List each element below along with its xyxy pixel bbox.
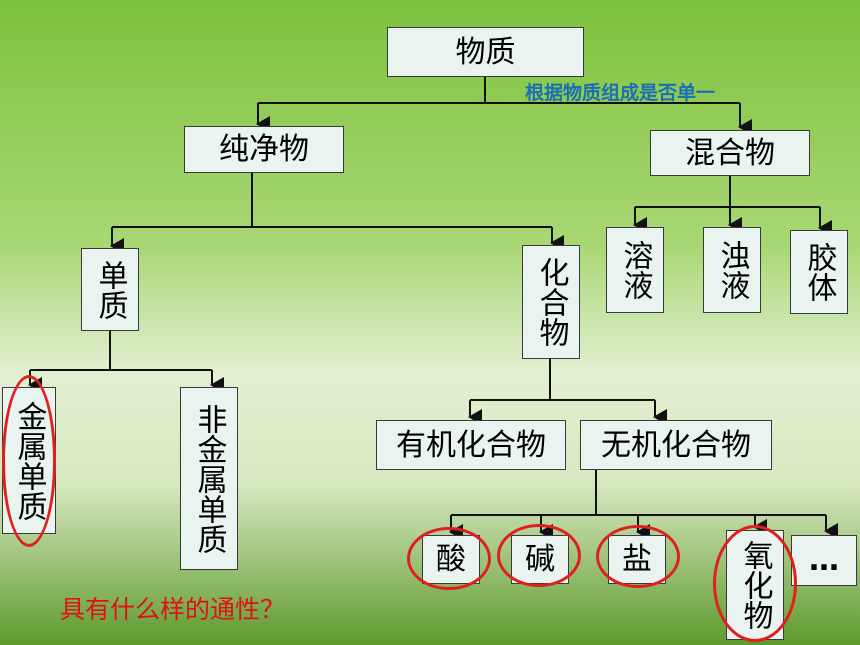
highlight-ellipse-base — [497, 524, 581, 587]
node-organic-compound: 有机化合物 — [376, 420, 566, 470]
node-solution: 溶液 — [606, 227, 664, 313]
highlight-ellipse-acid — [407, 527, 491, 590]
question-text: 具有什么样的通性？ — [60, 595, 286, 624]
highlight-ellipse-metal — [2, 375, 56, 547]
highlight-ellipse-salt — [596, 525, 680, 588]
criterion-note: 根据物质组成是否单一 — [525, 82, 716, 104]
node-colloid: 胶体 — [790, 230, 848, 314]
node-turbid-liquid: 浊液 — [703, 227, 761, 313]
node-more: … — [791, 535, 857, 586]
node-element-substance: 单质 — [81, 248, 139, 331]
node-nonmetal-element: 非金属单质 — [180, 387, 238, 570]
node-inorganic-compound: 无机化合物 — [580, 420, 772, 470]
node-pure-substance: 纯净物 — [184, 126, 344, 173]
highlight-ellipse-oxide — [713, 525, 797, 642]
node-root: 物质 — [387, 27, 584, 77]
node-mixture: 混合物 — [650, 130, 810, 176]
node-compound: 化合物 — [522, 245, 580, 359]
